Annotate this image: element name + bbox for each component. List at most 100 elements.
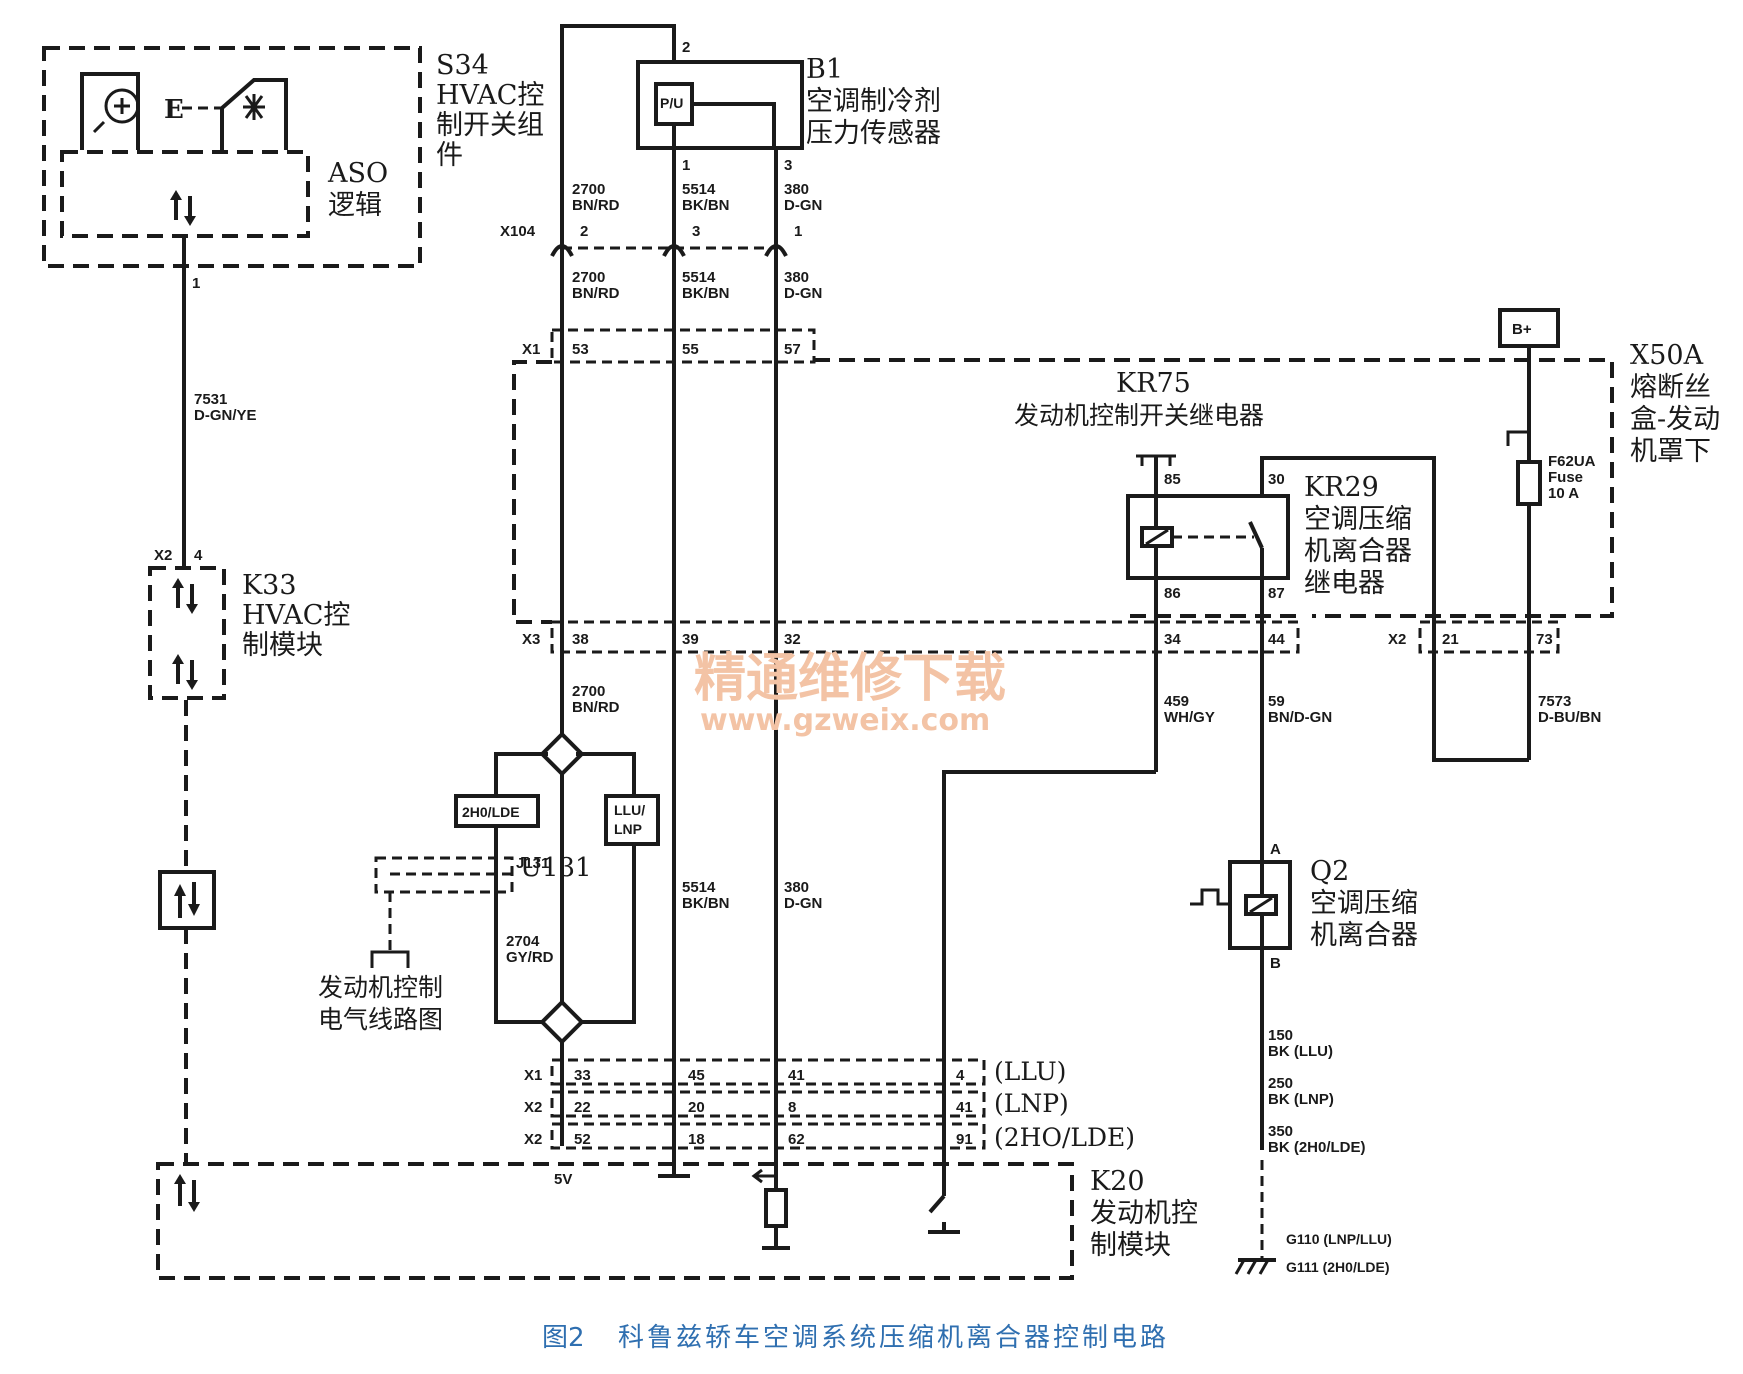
figure-number: 图2 [542,1323,585,1353]
svg-text:459: 459 [1164,693,1189,710]
svg-text:250: 250 [1268,1075,1293,1092]
svg-text:X2: X2 [1388,631,1406,648]
svg-text:20: 20 [688,1099,705,1116]
s34-hvac-switch-assembly: E ASO 逻辑 [42,46,422,268]
svg-text:GY/RD: GY/RD [506,949,554,966]
svg-text:J131: J131 [516,855,549,872]
wire-7531-color: D-GN/YE [194,407,257,424]
s34-id: S34 [436,50,489,81]
svg-text:BK/BN: BK/BN [682,895,730,912]
svg-text:WH/GY: WH/GY [1164,709,1215,726]
k20-id: K20 [1090,1166,1145,1197]
svg-text:5514: 5514 [682,879,716,896]
svg-text:1: 1 [192,275,200,292]
svg-text:32: 32 [784,631,801,648]
svg-text:U131: U131 [520,853,592,883]
figure-caption: 科鲁兹轿车空调系统压缩机离合器控制电路 [618,1323,1169,1353]
watermark-text: 精通维修下载 [694,649,1006,709]
clutch-icon [1190,888,1230,906]
x50a-fuse-box [512,358,1614,624]
svg-text:P/U: P/U [660,95,683,111]
x1-connector: X1 53 55 57 [522,328,816,364]
kr29-name-2: 机离合器 [1304,536,1412,567]
kr75-id: KR75 [1116,368,1191,399]
k20-name-2: 制模块 [1090,1230,1171,1261]
svg-text:LLU/: LLU/ [614,802,645,818]
svg-text:LNP: LNP [614,821,642,837]
svg-text:10 A: 10 A [1548,485,1579,502]
k33-id: K33 [242,570,297,601]
svg-text:33: 33 [574,1067,591,1084]
aso-label: ASO [327,158,388,189]
battery-positive-label: B+ [1512,321,1532,338]
svg-text:38: 38 [572,631,589,648]
svg-text:D-GN: D-GN [784,895,822,912]
svg-text:87: 87 [1268,585,1285,602]
x50a-name-2: 盒-发动 [1630,404,1720,435]
aso-logic-label: 逻辑 [328,190,382,221]
s34-name-3: 件 [436,140,463,171]
lamp-icon [92,88,140,134]
svg-text:1: 1 [682,157,690,174]
splice-llu-lnp-box [604,794,660,846]
svg-text:BN/RD: BN/RD [572,285,620,302]
variant-2ho-lde: (2HO/LDE) [994,1123,1135,1152]
svg-text:BN/RD: BN/RD [572,197,620,214]
svg-text:BK (LNP): BK (LNP) [1268,1091,1334,1108]
svg-text:3: 3 [692,223,700,240]
svg-text:8: 8 [788,1099,796,1116]
bidirectional-arrows-icon [174,882,200,918]
fuse-clip-icon [1506,430,1529,446]
svg-text:45: 45 [688,1067,705,1084]
kr29-name-3: 继电器 [1304,568,1385,599]
svg-text:2H0/LDE: 2H0/LDE [462,804,520,820]
serial-data-gateway [158,870,216,930]
svg-text:44: 44 [1268,631,1285,648]
svg-text:59: 59 [1268,693,1285,710]
svg-text:2: 2 [580,223,588,240]
svg-text:55: 55 [682,341,699,358]
k20-connectors: X1 X2 X2 33 45 41 4 22 20 8 41 52 18 62 … [524,1058,986,1150]
b1-id: B1 [806,54,843,85]
x50a-id: X50A [1630,340,1704,371]
svg-text:5514: 5514 [682,181,716,198]
svg-text:X1: X1 [522,341,540,358]
k33-hvac-module: X2 4 [148,547,226,700]
svg-text:150: 150 [1268,1027,1293,1044]
svg-text:BK/BN: BK/BN [682,197,730,214]
svg-text:7573: 7573 [1538,693,1571,710]
svg-text:D-GN: D-GN [784,285,822,302]
b1-name-2: 压力传感器 [806,118,941,149]
b1-pressure-sensor: P/U [560,24,804,236]
svg-text:73: 73 [1536,631,1553,648]
ground-icon [1234,1258,1276,1275]
svg-text:41: 41 [788,1067,805,1084]
bidirectional-arrows-icon [174,1174,200,1212]
svg-text:BK/BN: BK/BN [682,285,730,302]
ground-g111-label: G111 (2H0/LDE) [1286,1259,1390,1275]
kr29-id: KR29 [1304,472,1379,503]
svg-text:X2: X2 [154,547,172,564]
svg-text:BN/D-GN: BN/D-GN [1268,709,1332,726]
engine-ref-icon [370,950,410,968]
engine-ref-label-2: 电气线路图 [318,1005,443,1034]
q2-compressor-clutch [1190,860,1292,950]
svg-text:X3: X3 [522,631,540,648]
svg-text:BN/RD: BN/RD [572,699,620,716]
k33-name-2: 制模块 [242,630,323,661]
svg-text:5V: 5V [554,1171,572,1188]
kr75-name: 发动机控制开关继电器 [1014,401,1264,430]
svg-text:2: 2 [682,39,690,56]
x50a-name: 熔断丝 [1630,372,1711,403]
svg-text:2700: 2700 [572,181,605,198]
battery-positive-box [1498,308,1560,348]
svg-text:BK (2H0/LDE): BK (2H0/LDE) [1268,1139,1366,1156]
svg-text:34: 34 [1164,631,1181,648]
svg-text:4: 4 [956,1067,965,1084]
x3-connector: X3 38 39 32 34 44 [522,620,1300,654]
svg-text:4: 4 [194,547,203,564]
q2-id: Q2 [1310,856,1349,887]
k20-ecm: 5V [156,1162,1074,1280]
x104-connector: X104 2 3 1 [500,223,802,257]
svg-text:Fuse: Fuse [1548,469,1583,486]
